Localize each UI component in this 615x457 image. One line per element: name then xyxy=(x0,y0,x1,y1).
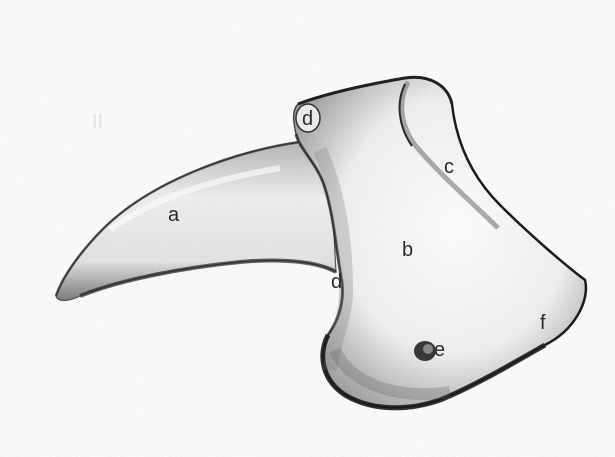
label-f: f xyxy=(540,313,546,333)
label-a: a xyxy=(168,205,179,225)
label-b: b xyxy=(402,240,413,260)
label-c: c xyxy=(444,157,454,177)
label-d-mid: d xyxy=(331,272,342,292)
label-e: e xyxy=(434,340,445,360)
label-d-top: d xyxy=(302,109,313,129)
corner-mark: II xyxy=(92,112,103,132)
